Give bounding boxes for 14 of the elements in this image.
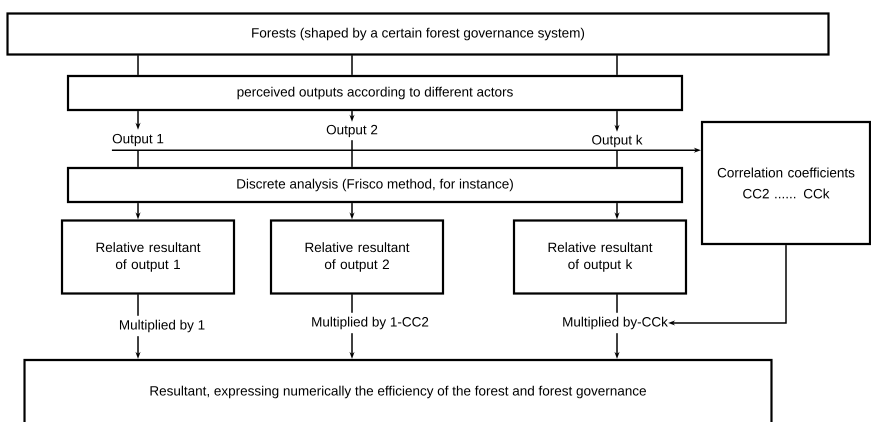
multiplier-label: Multiplied by-CCk bbox=[563, 316, 668, 330]
final-result-box: Resultant, expressing numerically the efficiency of the forest and forest governance bbox=[23, 358, 773, 422]
output-label: Output 1 bbox=[112, 134, 164, 146]
multiplier-label: Multiplied by 1-CC2 bbox=[312, 316, 428, 330]
source-box: Forests (shaped by a certain forest governance system) bbox=[6, 12, 830, 56]
result-box: Relative resultant of output k bbox=[512, 219, 688, 295]
correlation-box: Correlation coefficients CC2 ...... CCk bbox=[700, 120, 871, 246]
output-label: Output k bbox=[592, 134, 643, 148]
step-band: Discrete analysis (Frisco method, for instance) bbox=[66, 166, 684, 204]
output-label: Output 2 bbox=[326, 124, 378, 138]
result-box: Relative resultant of output 2 bbox=[270, 219, 444, 295]
multiplier-label: Multiplied by 1 bbox=[120, 320, 204, 332]
result-box: Relative resultant of output 1 bbox=[60, 219, 236, 295]
step-band: perceived outputs according to different actors bbox=[66, 74, 684, 112]
